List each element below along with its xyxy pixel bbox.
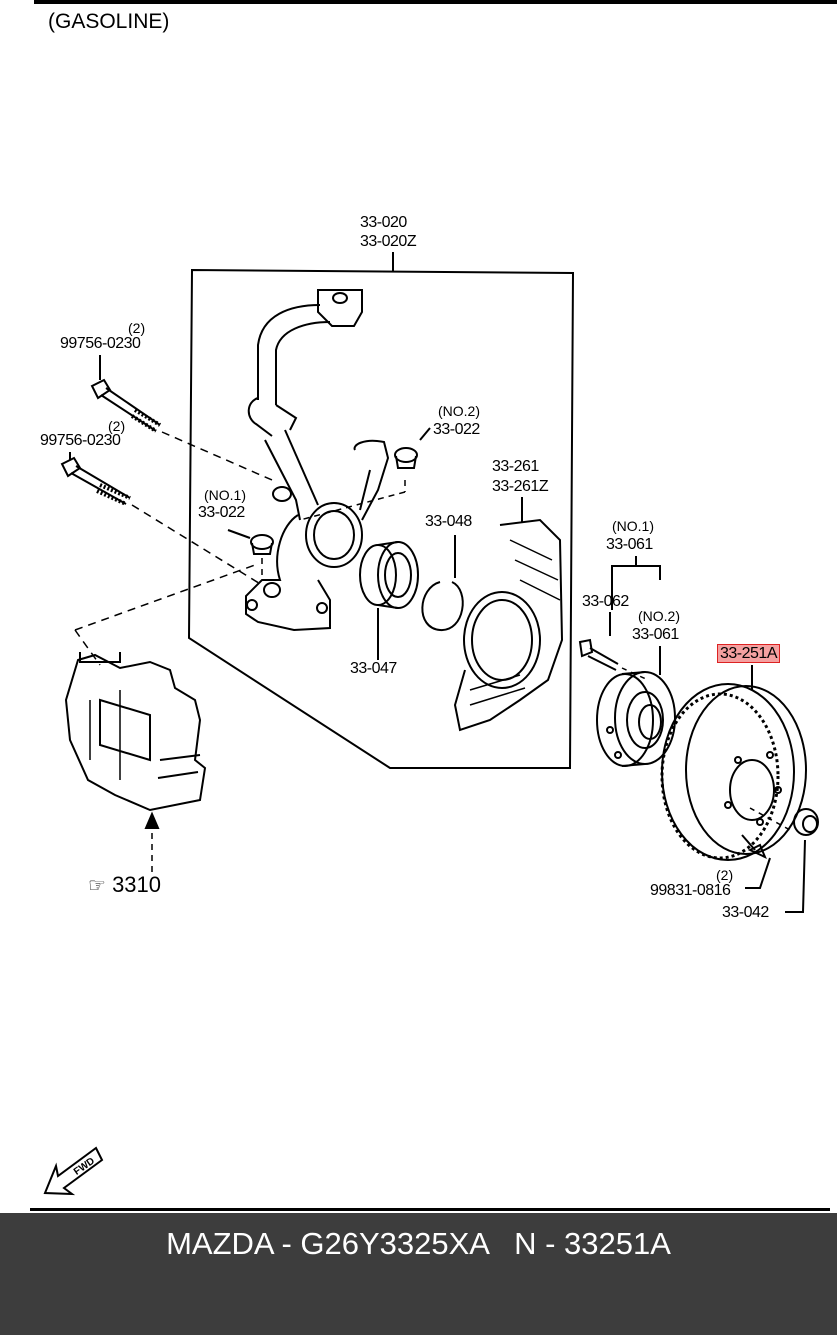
note-hub-no1: (NO.1) [612, 518, 654, 534]
part-label-disc-highlighted[interactable]: 33-251A [717, 644, 780, 663]
dash-bolt-lower [131, 504, 263, 586]
caliper-ref-arrowhead [144, 811, 160, 829]
part-label-nut-no2[interactable]: 33-022 [433, 421, 480, 438]
lock-nut [793, 808, 819, 836]
dust-cover [453, 518, 564, 732]
bottom-border [30, 1208, 830, 1211]
footer-part-number: MAZDA - G26Y3325XA N - 33251A [166, 1226, 671, 1261]
wheel-bearing [359, 541, 419, 609]
nut-no2 [394, 447, 418, 469]
qty-bolt-upper: (2) [128, 320, 146, 336]
note-nut-no1: (NO.1) [204, 487, 246, 503]
fwd-arrow-icon: FWD [43, 1146, 104, 1196]
brake-disc [660, 683, 807, 861]
note-hub-no2: (NO.2) [638, 608, 680, 624]
bolt-upper [90, 378, 162, 433]
part-label-hub-no2[interactable]: 33-061 [632, 626, 679, 643]
part-label-hub-bolt[interactable]: 33-062 [582, 593, 629, 610]
diagram-header: (GASOLINE) [48, 10, 170, 33]
bolt-lower [60, 456, 131, 506]
part-label-bolt-lower[interactable]: 99756-0230 [40, 432, 121, 449]
steering-knuckle [245, 289, 390, 632]
part-label-bolt-upper[interactable]: 99756-0230 [60, 335, 141, 352]
disc-label-highlight: 33-251A [717, 644, 780, 663]
leader-nut-no1 [227, 529, 251, 539]
caliper-reference-number: 3310 [112, 872, 162, 897]
note-nut-no2: (NO.2) [438, 403, 480, 419]
pointing-hand-icon: ☞ [88, 875, 106, 897]
dash-caliper-side [74, 629, 101, 666]
dash-bolt-upper [161, 431, 273, 481]
nut-no1 [250, 534, 274, 555]
knuckle-assembly-outline [187, 268, 575, 769]
leader-lock-nut [785, 839, 806, 913]
dash-caliper-top [74, 564, 256, 631]
fwd-arrow-text: FWD [72, 1156, 97, 1178]
disc-screw [741, 834, 767, 859]
part-label-bearing[interactable]: 33-047 [350, 660, 397, 677]
part-label-snap-ring[interactable]: 33-048 [425, 513, 472, 530]
part-label-lock-nut[interactable]: 33-042 [722, 904, 769, 921]
part-label-nut-no1[interactable]: 33-022 [198, 504, 245, 521]
hub-bolt [578, 638, 619, 671]
part-label-screw[interactable]: 99831-0816 [650, 882, 731, 899]
footer-bar [0, 1213, 837, 1335]
top-border [34, 0, 837, 4]
caliper-reference[interactable]: ☞ 3310 [88, 872, 161, 898]
part-label-knuckle-a[interactable]: 33-020 [360, 214, 407, 231]
qty-bolt-lower: (2) [108, 418, 126, 434]
part-label-dust-cover-a[interactable]: 33-261 [492, 458, 539, 475]
part-label-dust-cover-b[interactable]: 33-261Z [492, 478, 549, 495]
part-label-knuckle-b[interactable]: 33-020Z [360, 233, 417, 250]
part-label-hub-no1[interactable]: 33-061 [606, 536, 653, 553]
wheel-hub [596, 671, 676, 767]
snap-ring [421, 581, 464, 632]
brake-caliper [64, 652, 207, 812]
leader-screw [745, 857, 771, 889]
leader-nut-no2 [419, 427, 431, 441]
qty-screw: (2) [716, 867, 734, 883]
